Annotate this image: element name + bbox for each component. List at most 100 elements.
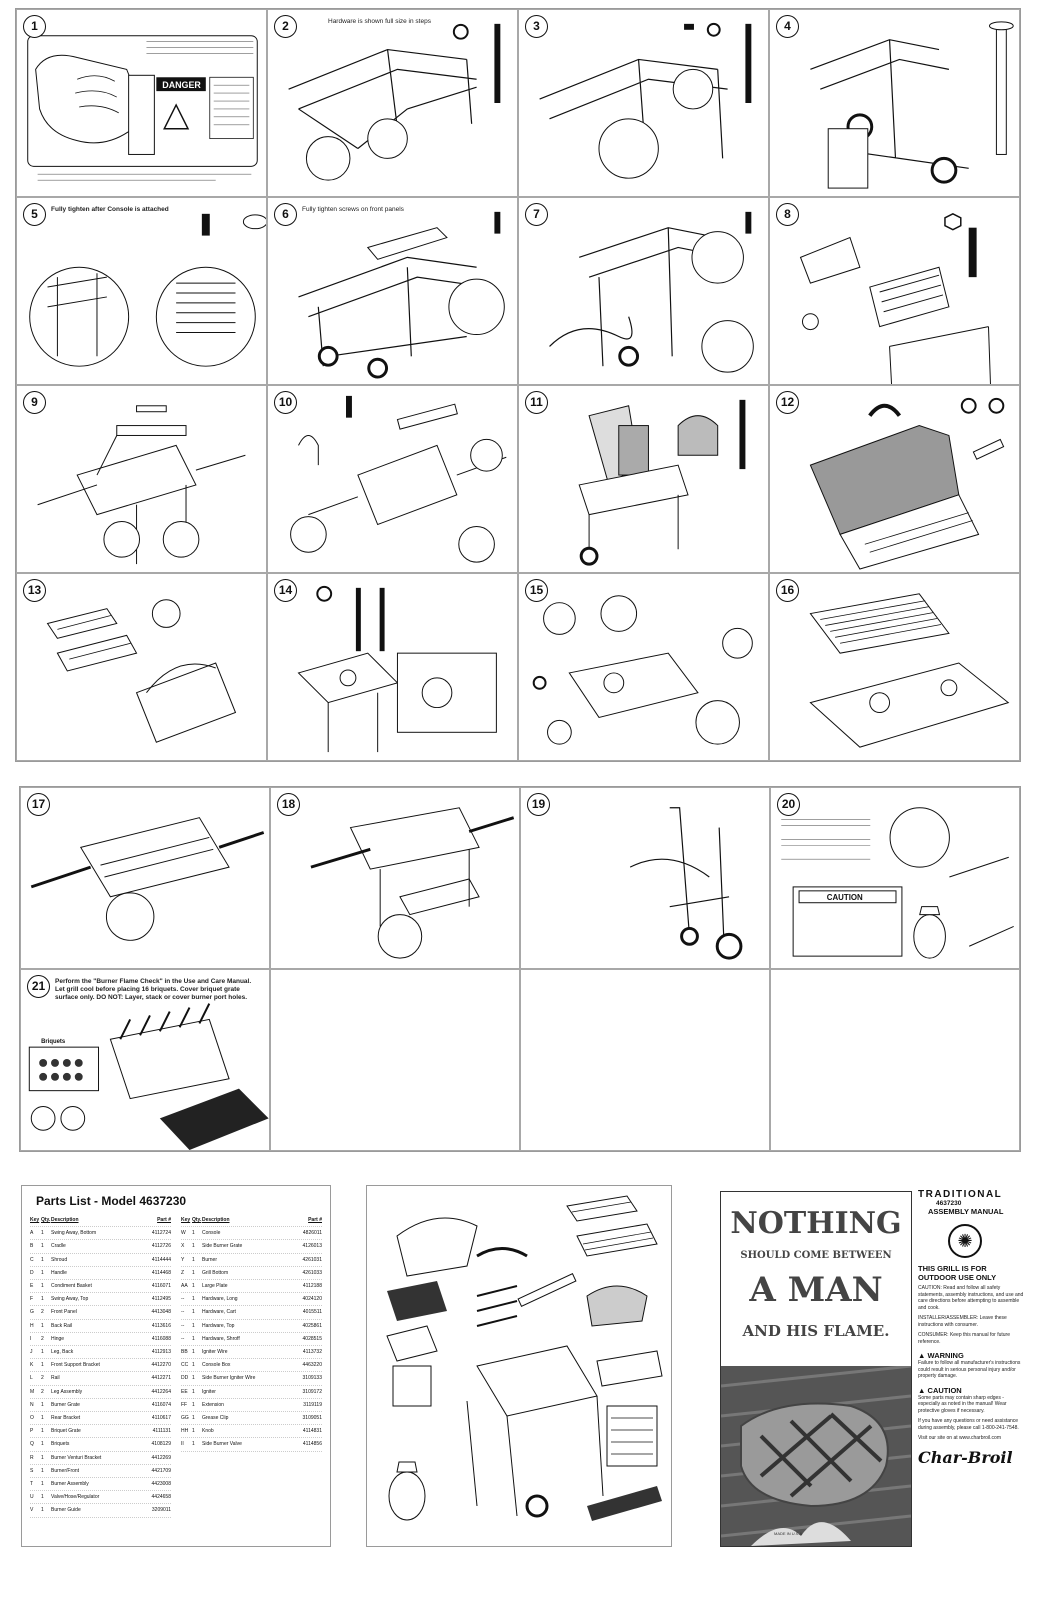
part-qty: 1	[192, 1256, 195, 1263]
part-number: 4025861	[302, 1322, 322, 1329]
step-13-panel: 13	[16, 573, 267, 761]
step-number: 8	[776, 203, 799, 226]
step-note: Perform the "Burner Flame Check" in the …	[55, 978, 252, 1001]
part-key: BB	[181, 1349, 188, 1356]
step-5-illustration	[29, 213, 266, 367]
part-key: DD	[181, 1375, 189, 1382]
part-key: GG	[181, 1415, 189, 1422]
step-number: 15	[525, 579, 548, 602]
header-key: Key	[181, 1217, 191, 1223]
part-key: G	[30, 1309, 34, 1316]
assembly-steps-sheet-2: 17 18 19 20 CAUTION 21 Perf	[19, 786, 1021, 1152]
step-7-illustration	[549, 211, 754, 373]
slogan-line-4: AND HIS FLAME.	[742, 1322, 890, 1340]
step-18-panel: 18	[270, 787, 520, 969]
part-qty: 1	[192, 1349, 195, 1356]
step-number: 5	[23, 203, 46, 226]
exploded-view-card	[366, 1185, 672, 1547]
parts-header-row: Key Qty. Description Part #	[30, 1214, 171, 1228]
part-number: 4113732	[302, 1349, 322, 1356]
website-text: Visit our site on at www.charbroil.com	[918, 1435, 1001, 1441]
part-qty: 1	[192, 1322, 195, 1329]
step-12-illustration	[809, 397, 1005, 570]
part-key: Q	[30, 1441, 34, 1448]
step-17-illustration	[30, 817, 265, 941]
step-21-illustration	[28, 1003, 269, 1150]
part-description: Briquets	[51, 1441, 70, 1448]
part-number: 4261031	[302, 1256, 322, 1263]
step-6-panel: 6 Fully tighten screws on front panels	[267, 197, 518, 385]
header-description: Description	[51, 1217, 79, 1223]
step-7-panel: 7	[518, 197, 769, 385]
warning-text: Failure to follow all manufacturer's ins…	[918, 1360, 1021, 1379]
part-description: Hardware, Long	[202, 1296, 238, 1303]
assembly-steps-sheet-1: 1 DANGER 2 Hardware is shown full size i…	[15, 8, 1021, 762]
step-note: Fully tighten after Console is attached	[51, 206, 169, 213]
step-number: 3	[525, 15, 548, 38]
step-15-illustration	[532, 595, 753, 745]
part-qty: 1	[41, 1283, 44, 1290]
step-note: Fully tighten screws on front panels	[302, 206, 404, 213]
part-number: 4112724	[151, 1230, 171, 1237]
part-number: 4015511	[302, 1309, 322, 1316]
part-qty: 1	[192, 1243, 195, 1250]
part-number: 4112913	[151, 1349, 171, 1356]
step-2-panel: 2 Hardware is shown full size in steps	[267, 9, 518, 197]
part-key: L	[30, 1375, 33, 1382]
step-5-panel: 5 Fully tighten after Console is attache…	[16, 197, 267, 385]
step-8-panel: 8	[769, 197, 1020, 385]
part-key: J	[30, 1349, 33, 1356]
part-number: 4114444	[151, 1256, 171, 1263]
part-description: Burner	[202, 1256, 218, 1263]
part-number: 4111131	[152, 1428, 171, 1435]
step-17-panel: 17	[20, 787, 270, 969]
part-key: FF	[181, 1401, 188, 1408]
step-number: 21	[27, 975, 50, 998]
part-qty: 2	[41, 1309, 44, 1316]
part-number: 4424658	[151, 1494, 171, 1501]
step-number: 12	[776, 391, 799, 414]
part-number: 4463220	[302, 1362, 322, 1369]
step-number: 13	[23, 579, 46, 602]
empty-panel	[270, 969, 520, 1151]
step-number: 14	[274, 579, 297, 602]
part-qty: 1	[192, 1309, 195, 1316]
part-description: Console Box	[202, 1362, 231, 1369]
part-key: D	[30, 1269, 34, 1276]
parts-header-row: Key Qty. Description Part #	[181, 1214, 322, 1228]
header-key: Key	[30, 1217, 40, 1223]
part-description: Cradle	[51, 1243, 66, 1250]
part-description: Back Rail	[51, 1322, 73, 1329]
part-key: --	[181, 1296, 185, 1303]
part-qty: 1	[41, 1428, 44, 1435]
header-part-number: Part #	[308, 1217, 322, 1223]
part-description: Burner Grate	[51, 1401, 80, 1408]
step-21-panel: 21 Perform the "Burner Flame Check" in t…	[20, 969, 270, 1151]
cover-info-column: TRADITIONAL 4637230 ASSEMBLY MANUAL ✺ TH…	[918, 1189, 1026, 1467]
part-key: B	[30, 1243, 34, 1250]
step-number: 4	[776, 15, 799, 38]
step-number: 1	[23, 15, 46, 38]
part-number: 4412269	[151, 1454, 171, 1461]
part-description: Hardware, Cart	[202, 1309, 236, 1316]
part-description: Burner/Front	[51, 1467, 80, 1474]
part-number: 3109172	[302, 1388, 322, 1395]
part-qty: 1	[41, 1230, 44, 1237]
part-key: --	[181, 1309, 185, 1316]
header-description: Description	[202, 1217, 230, 1223]
step-1-panel: 1 DANGER	[16, 9, 267, 197]
part-key: U	[30, 1494, 34, 1501]
